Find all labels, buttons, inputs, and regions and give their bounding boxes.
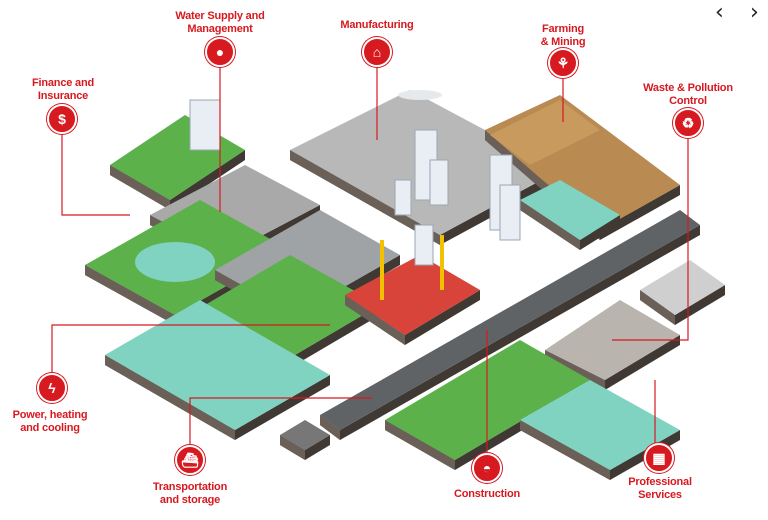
downtown-tile-side bbox=[290, 150, 440, 245]
lagoon-tile-side bbox=[520, 200, 580, 250]
building bbox=[429, 159, 449, 206]
solar-park-tile-side bbox=[295, 305, 380, 365]
sector-label: Construction bbox=[453, 488, 521, 500]
leader-line bbox=[189, 397, 372, 446]
lagoon-tile-side bbox=[580, 215, 620, 250]
building bbox=[414, 224, 434, 266]
crane bbox=[440, 235, 444, 290]
waste-lot-tile-side bbox=[640, 290, 675, 325]
highway-tile-side bbox=[320, 415, 340, 440]
sector-label: Power, heating and cooling bbox=[12, 409, 88, 434]
ship-icon[interactable]: ⛴ bbox=[175, 445, 205, 475]
construction-site-tile bbox=[345, 255, 480, 335]
sector-label: Professional Services bbox=[628, 476, 692, 501]
lightning-icon[interactable]: ϟ bbox=[37, 373, 67, 403]
sea-tile bbox=[520, 380, 680, 470]
leader-line bbox=[51, 324, 330, 374]
construction-site-tile-side bbox=[345, 295, 405, 345]
lake bbox=[135, 242, 215, 282]
building bbox=[499, 184, 521, 241]
sector-label: Finance and Insurance bbox=[32, 77, 94, 102]
sector-label: Manufacturing bbox=[340, 19, 414, 31]
wind-farm-tile-side bbox=[385, 420, 455, 470]
building bbox=[189, 99, 221, 151]
pier-tile-side bbox=[280, 435, 305, 460]
sector-label: Transportation and storage bbox=[152, 481, 228, 506]
pier-tile bbox=[280, 420, 330, 450]
mining-pit bbox=[490, 100, 600, 165]
crane bbox=[380, 240, 384, 300]
highway-tile-side bbox=[340, 225, 700, 440]
recycle-bin-icon[interactable]: ♻ bbox=[673, 108, 703, 138]
waste-lot-tile bbox=[640, 260, 725, 315]
dollar-coin-icon[interactable]: $ bbox=[47, 104, 77, 134]
finance-district-tile-side bbox=[110, 165, 170, 210]
lake-park-tile-side bbox=[85, 265, 175, 325]
sea-tile-side bbox=[520, 420, 610, 480]
building bbox=[394, 179, 412, 216]
airplane bbox=[398, 90, 442, 100]
next-arrow-button[interactable]: › bbox=[750, 0, 759, 25]
professional-lot-tile-side bbox=[605, 335, 680, 390]
lagoon-tile bbox=[520, 180, 620, 240]
plant-pot-icon[interactable]: ⚘ bbox=[548, 48, 578, 78]
hard-hat-icon[interactable]: ◓ bbox=[472, 453, 502, 483]
pier-tile-side bbox=[305, 435, 330, 460]
water-drop-icon[interactable]: ● bbox=[205, 37, 235, 67]
sector-label: Farming & Mining bbox=[540, 23, 586, 48]
sector-label: Water Supply and Management bbox=[175, 10, 265, 35]
highway-tile bbox=[320, 210, 700, 430]
factory-icon[interactable]: ⌂ bbox=[362, 37, 392, 67]
previous-arrow-button[interactable]: ‹ bbox=[715, 0, 724, 25]
port-tile-side bbox=[235, 375, 330, 440]
calculator-icon[interactable]: ▦ bbox=[644, 443, 674, 473]
sector-label: Waste & Pollution Control bbox=[643, 82, 733, 107]
port-tile-side bbox=[105, 355, 235, 440]
leader-line bbox=[61, 133, 130, 216]
construction-site-tile-side bbox=[405, 290, 480, 345]
farm-mine-tile-side bbox=[600, 185, 680, 240]
leader-line bbox=[612, 137, 689, 341]
solar-park-tile bbox=[205, 255, 380, 355]
